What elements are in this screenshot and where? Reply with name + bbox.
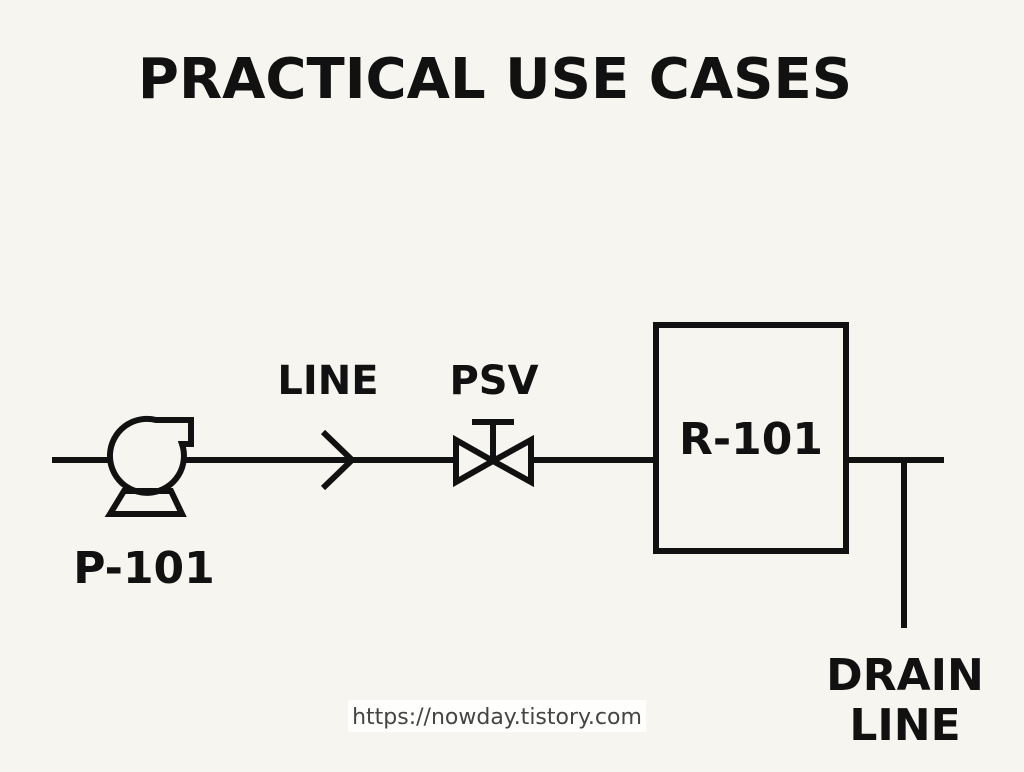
valve-left-triangle [453,434,500,488]
pump-casing [107,415,194,496]
pump-label: P-101 [73,543,215,594]
psv-valve-symbol [453,419,534,488]
watermark-url: https://nowday.tistory.com [352,705,642,730]
reactor-vessel [653,322,849,554]
reactor-label: R-101 [679,414,823,465]
flow-arrow-icon [320,429,357,491]
valve-label: PSV [449,358,538,404]
watermark-background [348,700,646,732]
diagram-title: PRACTICAL USE CASES [138,47,852,112]
drain-line-label-line1: DRAIN [826,650,984,701]
line-label: LINE [277,358,378,404]
valve-right-triangle [486,434,534,488]
pump-base [104,488,187,517]
pump-symbol [104,415,194,517]
drain-line-label-line2: LINE [849,700,960,751]
